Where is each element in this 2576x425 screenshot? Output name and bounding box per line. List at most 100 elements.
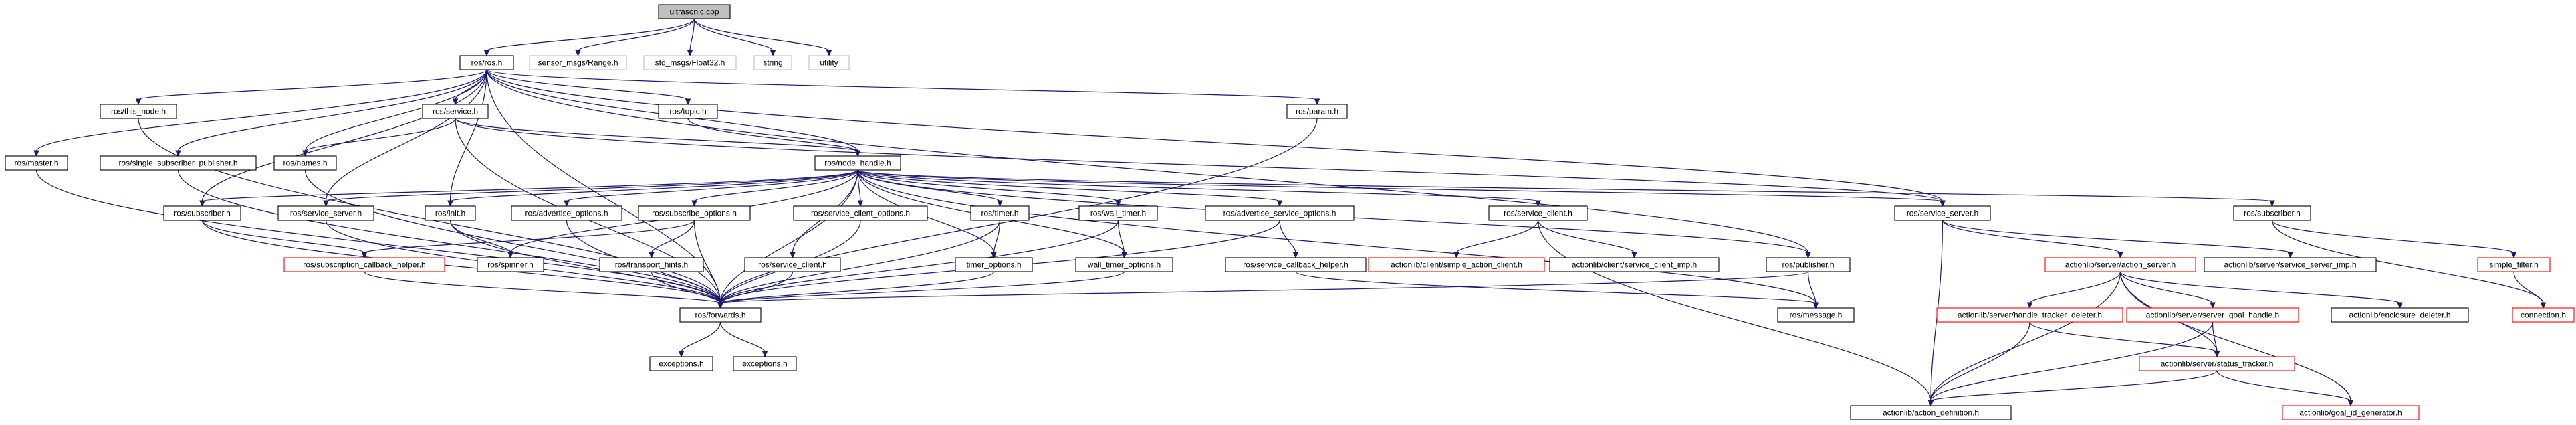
node-goalidgen[interactable]: actionlib/goal_id_generator.h [2282,405,2420,420]
node-forwards[interactable]: ros/forwards.h [679,307,762,323]
node-label-rossubscriber: ros/subscriber.h [174,209,231,218]
node-actiondef[interactable]: actionlib/action_definition.h [1850,405,2012,420]
node-label-ultrasonic: ultrasonic.cpp [669,7,719,17]
edge-nodehandle-to-rosserviceserver [325,169,858,202]
node-init[interactable]: ros/init.h [425,205,476,221]
node-label-publisher: ros/publisher.h [1782,260,1834,270]
edge-rosros-to-forwards [486,69,721,304]
node-timer[interactable]: ros/timer.h [970,205,1030,221]
node-rosserviceserver[interactable]: ros/service_server.h [277,205,374,221]
node-ultrasonic[interactable]: ultrasonic.cpp [658,4,731,19]
node-servicesrv[interactable]: ros/service_server.h [1894,205,1991,221]
node-exceptions2[interactable]: exceptions.h [733,356,797,371]
edge-handletracker-to-actiondef [1930,321,2030,402]
arrowhead-ultrasonic-to-string [770,50,776,57]
node-svccbhelper[interactable]: ros/service_callback_helper.h [1225,257,1367,272]
node-label-rosros: ros/ros.h [471,58,503,68]
node-label-actiondef: actionlib/action_definition.h [1883,408,1979,418]
node-exceptions1[interactable]: exceptions.h [649,356,713,371]
node-box-master [5,155,68,171]
arrowhead-nodehandle-to-walltimer [1115,200,1121,207]
node-box-simplefilter [2477,257,2551,272]
arrowhead-actionserver-to-enclosuredeleter [2397,302,2403,309]
node-connection[interactable]: connection.h [2512,307,2575,323]
node-walltimer[interactable]: ros/wall_timer.h [1078,205,1158,221]
node-svcclient[interactable]: ros/service_client.h [1488,205,1588,221]
node-names[interactable]: ros/names.h [273,155,337,171]
node-advsvcopts[interactable]: ros/advertise_service_options.h [1205,205,1355,221]
node-label-subopts: ros/subscribe_options.h [652,209,737,218]
node-subcbhelper[interactable]: ros/subscription_callback_helper.h [283,257,445,272]
node-box-topic [658,104,718,119]
node-thisnode[interactable]: ros/this_node.h [100,104,177,119]
node-spinner[interactable]: ros/spinner.h [477,257,544,272]
node-master[interactable]: ros/master.h [5,155,68,171]
node-box-thisnode [100,104,177,119]
edge-subopts-to-subcbhelper [364,220,695,254]
arrowhead-nodehandle-to-timer [997,200,1003,207]
node-label-transporthints: ros/transport_hints.h [615,260,688,270]
node-svcclientimp[interactable]: actionlib/client/service_client_imp.h [1549,257,1720,272]
node-label-utility: utility [820,58,838,68]
node-box-names [273,155,337,171]
arrowhead-subopts-to-subcbhelper [361,252,368,259]
node-nodehandle[interactable]: ros/node_handle.h [814,155,901,171]
node-subopts[interactable]: ros/subscribe_options.h [638,205,751,221]
node-float32: std_msgs/Float32.h [643,55,737,70]
node-label-string: string [763,58,782,68]
edge-actionserver-to-handletracker [2029,271,2121,304]
edge-subopts-to-forwards [693,220,721,304]
node-rossub2[interactable]: ros/subscriber.h [2233,205,2311,221]
node-svcserverimp[interactable]: actionlib/server/service_server_imp.h [2204,257,2377,272]
edge-topic-to-nodehandle [687,118,858,152]
node-walltimeropts[interactable]: wall_timer_options.h [1075,257,1173,272]
edge-forwards-to-exceptions2 [719,321,766,353]
node-box-rossub2 [2233,205,2311,221]
node-box-ultrasonic [658,4,731,19]
node-svcclientopts[interactable]: ros/service_client_options.h [793,205,928,221]
node-rosros[interactable]: ros/ros.h [459,55,514,70]
arrowhead-ultrasonic-to-rangeh [575,50,581,57]
node-svcclientleaf[interactable]: ros/service_client.h [744,257,841,272]
node-service[interactable]: ros/service.h [422,104,489,119]
node-statustracker[interactable]: actionlib/server/status_tracker.h [2139,356,2295,371]
edge-servicesrv-to-actionserver [1942,220,2121,254]
node-param[interactable]: ros/param.h [1286,104,1348,119]
node-handletracker[interactable]: actionlib/server/handle_tracker_deleter.… [1936,307,2123,323]
node-enclosuredeleter[interactable]: actionlib/enclosure_deleter.h [2331,307,2469,323]
edge-rossub2-to-connection [2271,220,2544,304]
node-box-service [422,104,489,119]
arrowhead-statustracker-to-actiondef [1927,400,1934,407]
node-box-advsvcopts [1205,205,1355,221]
node-box-svcclientimp [1549,257,1720,272]
node-message[interactable]: ros/message.h [1777,307,1855,323]
arrowhead-rosros-to-thisnode [135,98,142,106]
arrowhead-ultrasonic-to-float32 [687,50,693,57]
edge-nodehandle-to-advopts [566,169,858,202]
node-transporthints[interactable]: ros/transport_hints.h [599,257,704,272]
arrowhead-nodehandle-to-svcclientleaf [790,252,796,259]
node-topic[interactable]: ros/topic.h [658,104,718,119]
node-publisher[interactable]: ros/publisher.h [1766,257,1851,272]
node-rossubscriber[interactable]: ros/subscriber.h [163,205,241,221]
edge-servicesrv-to-svcserverimp [1942,220,2291,254]
node-label-servicesrv: ros/service_server.h [1907,209,1978,218]
edge-svcclient-to-actiondef [1537,220,1931,402]
edge-ultrasonic-to-rosros [486,18,695,52]
edge-nodehandle-to-servicesrv [857,169,1944,202]
node-label-rangeh: sensor_msgs/Range.h [538,58,618,68]
node-singlesub[interactable]: ros/single_subscriber_publisher.h [100,155,257,171]
node-actionserver[interactable]: actionlib/server/action_server.h [2044,257,2196,272]
arrowhead-servicesrv-to-svcserverimp [2287,252,2293,259]
node-timeropts[interactable]: timer_options.h [955,257,1033,272]
node-label-svcserverimp: actionlib/server/service_server_imp.h [2224,260,2356,270]
node-rangeh: sensor_msgs/Range.h [529,55,627,70]
node-label-spinner: ros/spinner.h [487,260,534,270]
node-label-svcclientleaf: ros/service_client.h [758,260,827,270]
node-box-utility [808,55,850,70]
node-advopts[interactable]: ros/advertise_options.h [511,205,622,221]
node-servergoalhandle[interactable]: actionlib/server/server_goal_handle.h [2126,307,2299,323]
node-simpleactionclient[interactable]: actionlib/client/simple_action_client.h [1368,257,1545,272]
node-simplefilter[interactable]: simple_filter.h [2477,257,2551,272]
node-box-publisher [1766,257,1851,272]
